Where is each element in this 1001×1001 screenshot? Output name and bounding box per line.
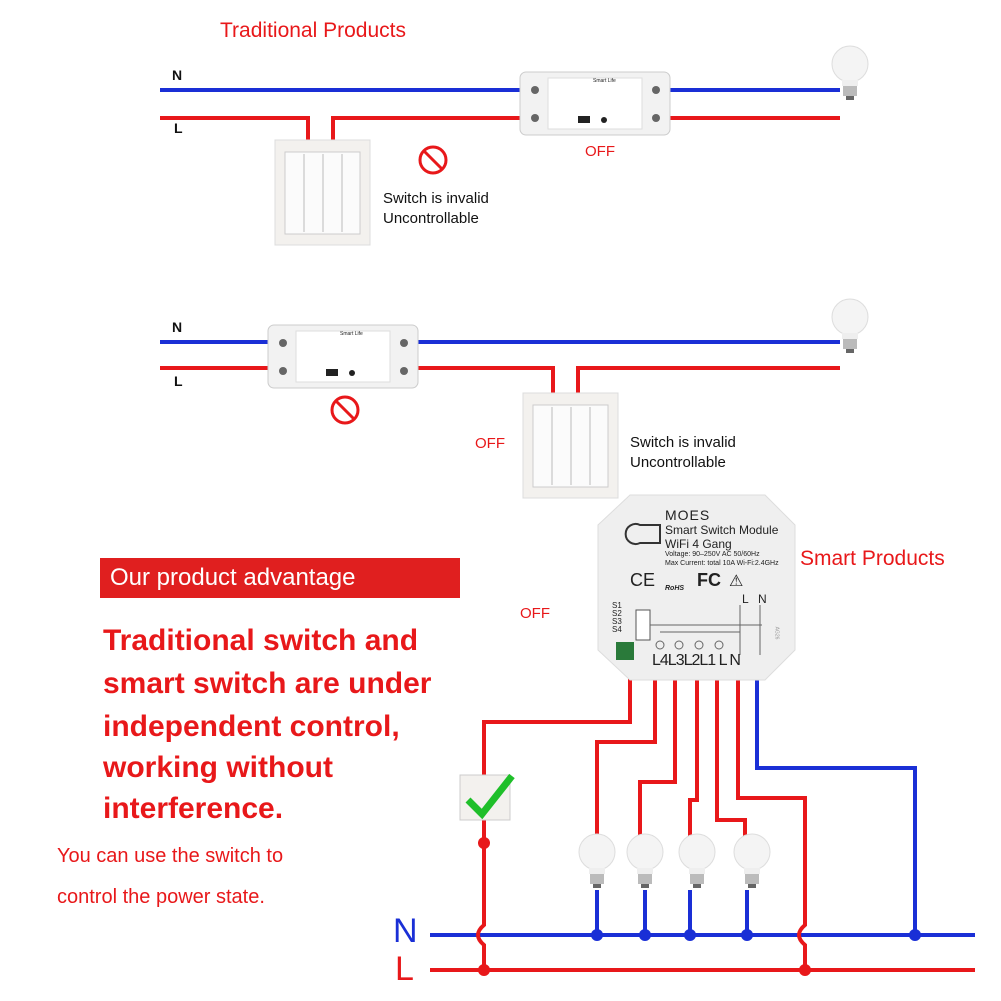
top-terminal-l: L <box>742 592 749 606</box>
bulb-icon <box>733 833 771 889</box>
wall-switch <box>274 139 371 246</box>
bulb-icon <box>678 833 716 889</box>
off-label: OFF <box>585 143 615 160</box>
module-brand: Smart Life <box>593 78 616 84</box>
neutral-bus-label: N <box>393 912 418 950</box>
fcc-mark: FC <box>697 570 721 590</box>
section2-wiring <box>160 298 869 499</box>
model-number: AG26 <box>773 626 780 640</box>
live-wire <box>331 116 840 145</box>
note-line: control the power state. <box>57 886 265 908</box>
prohibited-icon <box>418 145 448 175</box>
note-line: You can use the switch to <box>57 845 284 867</box>
ce-mark: CE <box>630 570 656 590</box>
status-line-1: Switch is invalid <box>383 190 489 207</box>
module-voltage: Voltage: 90–250V AC 50/60Hz <box>665 551 760 558</box>
advantage-line: independent control, <box>103 710 400 743</box>
status-line-2: Uncontrollable <box>630 454 726 471</box>
wall-switch <box>522 392 619 499</box>
live-wire <box>576 366 840 400</box>
section3-title: Smart Products <box>800 547 945 570</box>
module-brand: Smart Life <box>340 331 363 337</box>
neutral-label: N <box>172 67 183 83</box>
section1-wiring <box>160 45 869 246</box>
section1-title: Traditional Products <box>220 19 406 42</box>
junction-dots <box>591 929 921 941</box>
live-bus-label: L <box>395 950 414 988</box>
module-variant: WiFi 4 Gang <box>665 537 732 551</box>
off-label: OFF <box>475 435 505 452</box>
check-icon <box>465 773 515 820</box>
live-label: L <box>174 373 183 389</box>
moes-logo-icon <box>624 523 661 545</box>
bulb-icon <box>578 833 616 889</box>
advantage-badge: Our product advantage <box>100 558 460 598</box>
module-name: Smart Switch Module <box>665 523 779 537</box>
module-brand: MOES <box>665 507 711 523</box>
section3-wiring <box>430 660 975 972</box>
status-line-1: Switch is invalid <box>630 434 736 451</box>
live-label: L <box>174 120 183 136</box>
status-line-2: Uncontrollable <box>383 210 479 227</box>
advantage-line: interference. <box>103 792 284 825</box>
rohs-mark: RoHS <box>665 585 685 592</box>
neutral-label: N <box>172 319 183 335</box>
prohibited-icon <box>330 395 360 425</box>
top-terminal-n: N <box>758 592 767 606</box>
off-label: OFF <box>520 605 550 622</box>
bulb-icon <box>626 833 664 889</box>
module-current: Max Current: total 10A Wi-Fi:2.4GHz <box>665 560 779 567</box>
terminal-labels: L4L3L2L1 L N <box>652 652 741 669</box>
advantage-line: working without <box>103 751 333 784</box>
bulb-icon <box>831 298 869 354</box>
advantage-line: smart switch are under <box>103 667 432 700</box>
warning-icon: ⚠ <box>729 573 744 590</box>
advantage-line: Traditional switch and <box>103 624 419 657</box>
live-wire <box>160 116 310 145</box>
